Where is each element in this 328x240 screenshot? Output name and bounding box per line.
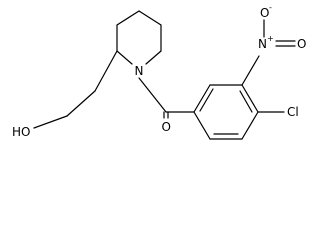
bond-c1-c2 [116,10,140,26]
bond-ar3-ar4 [241,84,259,113]
bond-c4-n [145,50,162,65]
bond-ar1-ar2-inner [199,88,214,112]
carbonyl-oxygen-label: O [162,120,171,134]
nitro-nitrogen-label: N [258,37,267,51]
benzene-ring [193,84,259,140]
molecule-structure: N O HO Cl N + O - O [12,3,306,140]
nitro-nitrogen-charge: + [267,34,274,43]
nitro-oxygen-top-label: O [260,6,269,20]
bond-c6-ch2 [94,50,118,92]
bond-n-carbonyl [138,77,167,113]
bond-ar1-ar2 [193,84,211,113]
bond-ar6-ar1 [193,111,211,140]
hydroxyl-label: HO [12,125,30,139]
bond-ar4-ar5 [241,111,259,140]
bond-n-c6 [116,50,133,65]
bond-ar-nitro [241,55,260,86]
bond-ch2-ch2 [66,90,96,117]
bond-c2-c3 [138,10,162,26]
chlorine-label: Cl [287,105,299,119]
piperidine-ring [116,10,162,65]
substituents [241,19,296,113]
amide-group [138,77,195,119]
hydroxyethyl-chain [33,50,118,129]
nitrogen-label: N [135,64,144,78]
bond-ar3-ar4-inner [239,90,253,113]
nitro-oxygen-top-charge: - [269,3,272,12]
nitro-oxygen-right-label: O [297,37,306,51]
bond-ch2-oh [33,115,68,129]
